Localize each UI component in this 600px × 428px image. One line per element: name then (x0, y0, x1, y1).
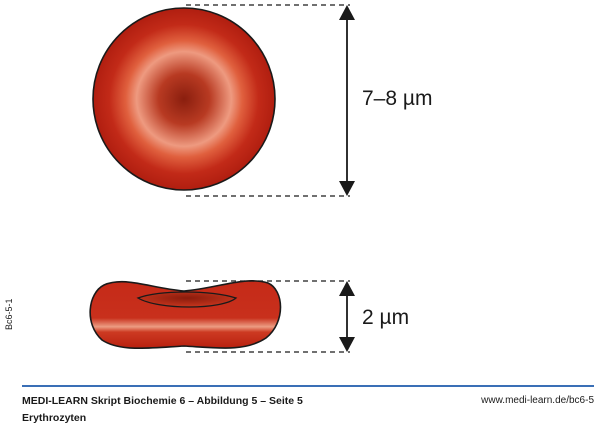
figure-code: Bc6-5-1 (4, 298, 14, 330)
top-view-dimension: 7–8 µm (186, 4, 432, 197)
erythrocyte-top-view (92, 7, 276, 191)
erythrocyte-side-view (89, 280, 282, 350)
footer-divider (22, 385, 594, 387)
arrow-head-up (339, 5, 355, 20)
side-view-dimension: 2 µm (186, 280, 409, 353)
arrow-head-up (339, 281, 355, 296)
arrow-head-down (339, 337, 355, 352)
footer-subtitle: Erythrozyten (22, 412, 87, 424)
central-dimple (136, 291, 238, 308)
side-view-dimension-label: 2 µm (362, 306, 409, 329)
arrow-head-down (339, 181, 355, 196)
top-view-dimension-label: 7–8 µm (362, 87, 432, 110)
footer-title: MEDI-LEARN Skript Biochemie 6 – Abbildun… (22, 395, 303, 407)
footer-url[interactable]: www.medi-learn.de/bc6-5 (481, 395, 594, 406)
